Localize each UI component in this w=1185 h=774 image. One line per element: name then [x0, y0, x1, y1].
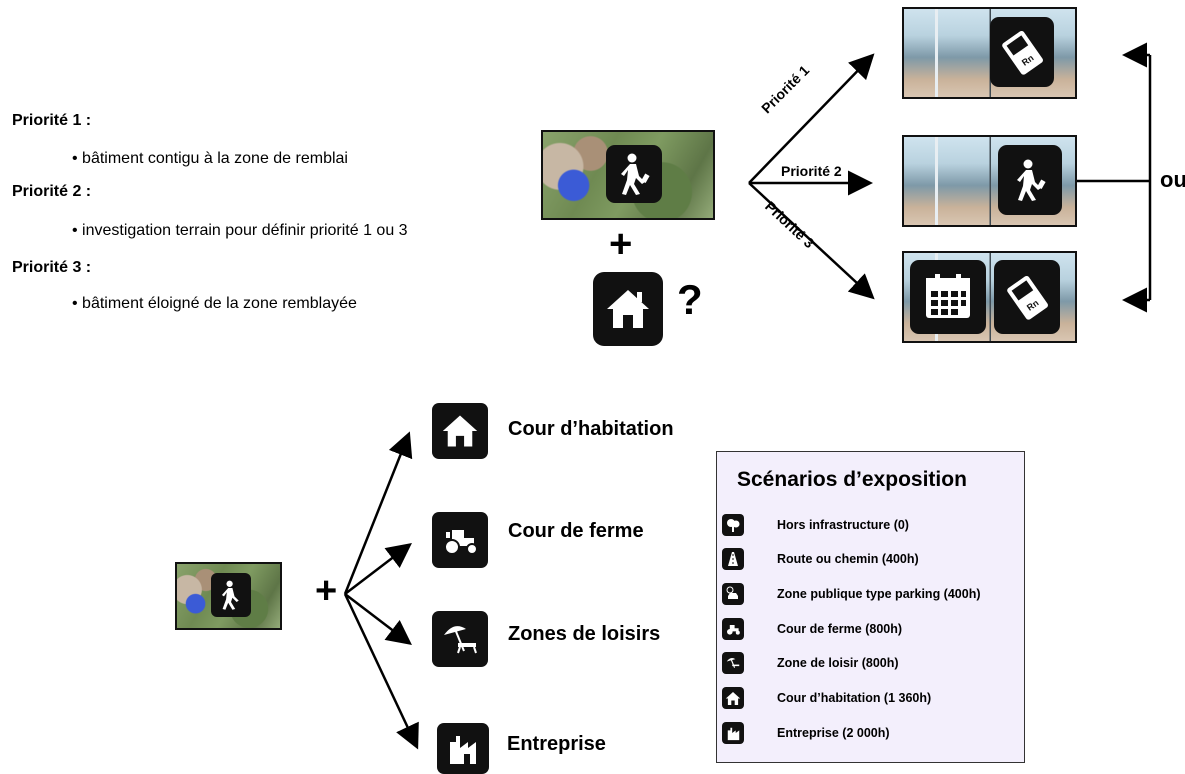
branch-label-entreprise: Entreprise: [507, 733, 606, 755]
legend-row: Cour d’habitation (1 360h): [717, 687, 1026, 713]
legend-label: Cour d’habitation (1 360h): [777, 691, 932, 705]
house-icon: [432, 403, 488, 459]
arrow-label-priority-2: Priorité 2: [781, 163, 842, 179]
legend-label: Zone de loisir (800h): [777, 656, 899, 670]
legend-row: Entreprise (2 000h): [717, 722, 1026, 748]
beach-icon: [722, 652, 744, 674]
beach-icon: [432, 611, 488, 667]
legend-row: Zone de loisir (800h): [717, 652, 1026, 678]
question-mark: ?: [677, 276, 703, 323]
pedestrian-icon: [606, 145, 662, 203]
branch-label-ferme: Cour de ferme: [508, 520, 644, 542]
tractor-icon: [432, 512, 488, 568]
priority-3-heading: Priorité 3 :: [12, 259, 92, 276]
plus-sign-bottom: +: [315, 570, 338, 612]
legend-row: Route ou chemin (400h): [717, 548, 1026, 574]
house-icon: [722, 687, 744, 709]
legend-row: Hors infrastructure (0): [717, 514, 1026, 540]
house-icon: [593, 272, 663, 346]
satellite-map-thumbnail: [541, 130, 715, 220]
legend-label: Hors infrastructure (0): [777, 518, 909, 532]
priority-2-heading: Priorité 2 :: [12, 183, 92, 200]
tractor-icon: [722, 618, 744, 640]
legend-row: Zone publique type parking (400h): [717, 583, 1026, 609]
legend-label: Entreprise (2 000h): [777, 726, 890, 740]
pedestrian-icon: [998, 145, 1062, 215]
pedestrian-icon: [211, 573, 251, 617]
exposure-scenarios-legend: Scénarios d’exposition Hors infrastructu…: [716, 451, 1025, 763]
road-icon: [722, 548, 744, 570]
ou-label: ou: [1160, 167, 1185, 192]
building-photo-3: Rn: [902, 251, 1077, 343]
priority-1-item: • bâtiment contigu à la zone de remblai: [72, 150, 348, 167]
building-photo-1: Rn: [902, 7, 1077, 99]
priority-3-item: • bâtiment éloigné de la zone remblayée: [72, 295, 357, 312]
building-photo-2: [902, 135, 1077, 227]
radon-detector-icon: Rn: [990, 17, 1054, 87]
priority-1-heading: Priorité 1 :: [12, 112, 92, 129]
legend-row: Cour de ferme (800h): [717, 618, 1026, 644]
legend-label: Zone publique type parking (400h): [777, 587, 981, 601]
plus-sign-top: +: [609, 222, 633, 266]
satellite-map-thumbnail: [175, 562, 282, 630]
tree-icon: [722, 514, 744, 536]
calendar-icon: [910, 260, 986, 334]
legend-label: Route ou chemin (400h): [777, 552, 919, 566]
branch-label-habitation: Cour d’habitation: [508, 418, 674, 440]
legend-label: Cour de ferme (800h): [777, 622, 903, 636]
factory-icon: [722, 722, 744, 744]
priority-2-item: • investigation terrain pour définir pri…: [72, 222, 408, 239]
factory-icon: [437, 723, 489, 774]
radon-detector-icon: Rn: [994, 260, 1060, 334]
branch-label-loisirs: Zones de loisirs: [508, 623, 661, 645]
legend-title: Scénarios d’exposition: [737, 468, 967, 491]
parking-icon: [722, 583, 744, 605]
